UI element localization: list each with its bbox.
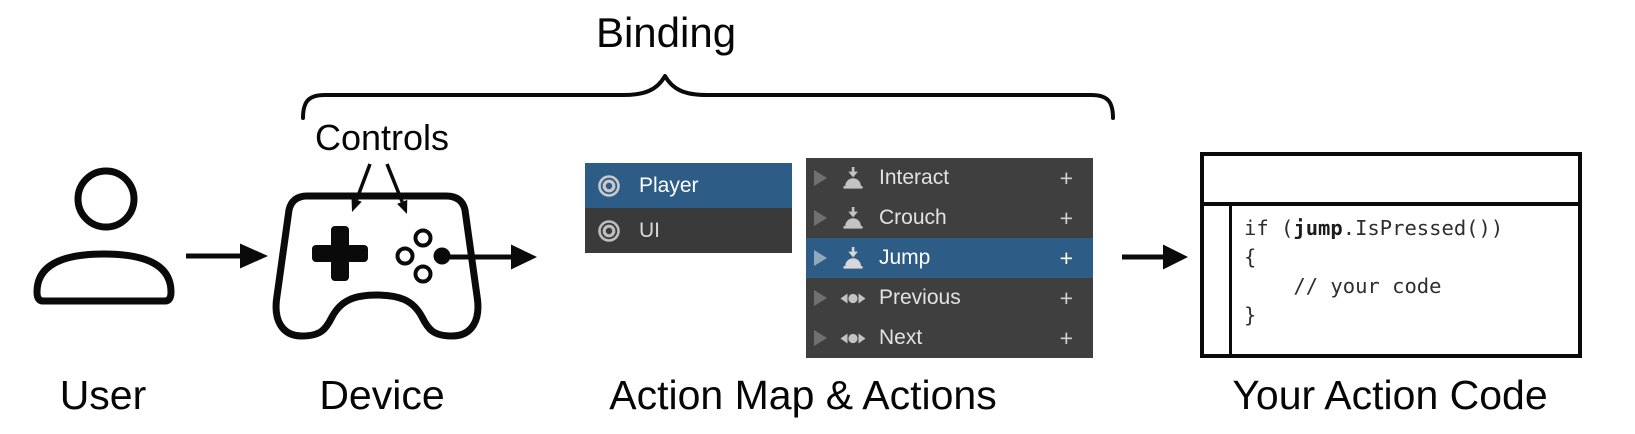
face-button-left (395, 246, 415, 266)
action-code-window: if (jump.IsPressed()) { // your code } (1200, 152, 1582, 358)
foldout-icon[interactable] (814, 170, 827, 186)
action-row-next[interactable]: Next + (806, 318, 1093, 358)
action-map-icon (598, 219, 620, 242)
action-label: Previous (879, 286, 961, 309)
action-label: Crouch (879, 206, 947, 229)
add-binding-button[interactable]: + (1059, 164, 1073, 191)
button-press-icon (843, 246, 863, 269)
code-line-2: { (1244, 245, 1257, 269)
code-gutter (1204, 206, 1232, 354)
action-label: Jump (879, 246, 931, 269)
code-snippet: if (jump.IsPressed()) { // your code } (1232, 206, 1503, 354)
action-row-previous[interactable]: Previous + (806, 278, 1093, 318)
binding-label: Binding (595, 9, 737, 56)
code-window-titlebar (1204, 156, 1578, 206)
arrow-actions-to-code (1122, 244, 1188, 270)
code-line-3: // your code (1244, 274, 1442, 298)
action-map-icon (598, 174, 620, 197)
foldout-icon[interactable] (814, 250, 827, 266)
arrow-device-to-map (450, 244, 537, 270)
action-maps-panel: Player UI (585, 163, 792, 253)
action-label: Interact (879, 166, 950, 189)
code-line-4: } (1244, 303, 1257, 327)
action-map-label: Player (639, 173, 699, 197)
actions-panel: Interact + Crouch + Jump + (806, 158, 1093, 358)
axis-icon (840, 333, 866, 343)
controls-label: Controls (314, 117, 450, 158)
action-map-label: UI (639, 218, 660, 242)
action-map-item-ui[interactable]: UI (585, 208, 792, 253)
add-binding-button[interactable]: + (1059, 324, 1073, 351)
face-button-top (413, 228, 433, 248)
add-binding-button[interactable]: + (1059, 204, 1073, 231)
code-line-1: if (jump.IsPressed()) (1244, 216, 1504, 240)
add-binding-button[interactable]: + (1059, 244, 1073, 271)
user-stage-label: User (59, 372, 147, 418)
foldout-icon[interactable] (814, 210, 827, 226)
foldout-icon[interactable] (814, 330, 827, 346)
foldout-icon[interactable] (814, 290, 827, 306)
action-row-crouch[interactable]: Crouch + (806, 198, 1093, 238)
face-button-right-bound (433, 247, 451, 265)
gamepad-icon (272, 192, 482, 340)
device-stage-label: Device (319, 372, 445, 418)
arrow-user-to-device (186, 243, 268, 269)
action-label: Next (879, 326, 923, 349)
face-button-bottom (413, 264, 433, 284)
axis-icon (840, 293, 866, 303)
action-map-item-player[interactable]: Player (585, 163, 792, 208)
action-code-stage-label: Your Action Code (1232, 372, 1548, 418)
action-row-jump[interactable]: Jump + (806, 238, 1093, 278)
binding-brace (301, 74, 1115, 120)
button-press-icon (843, 166, 863, 189)
button-press-icon (843, 206, 863, 229)
action-map-stage-label: Action Map & Actions (609, 372, 997, 418)
action-row-interact[interactable]: Interact + (806, 158, 1093, 198)
add-binding-button[interactable]: + (1059, 284, 1073, 311)
user-icon (33, 167, 175, 305)
